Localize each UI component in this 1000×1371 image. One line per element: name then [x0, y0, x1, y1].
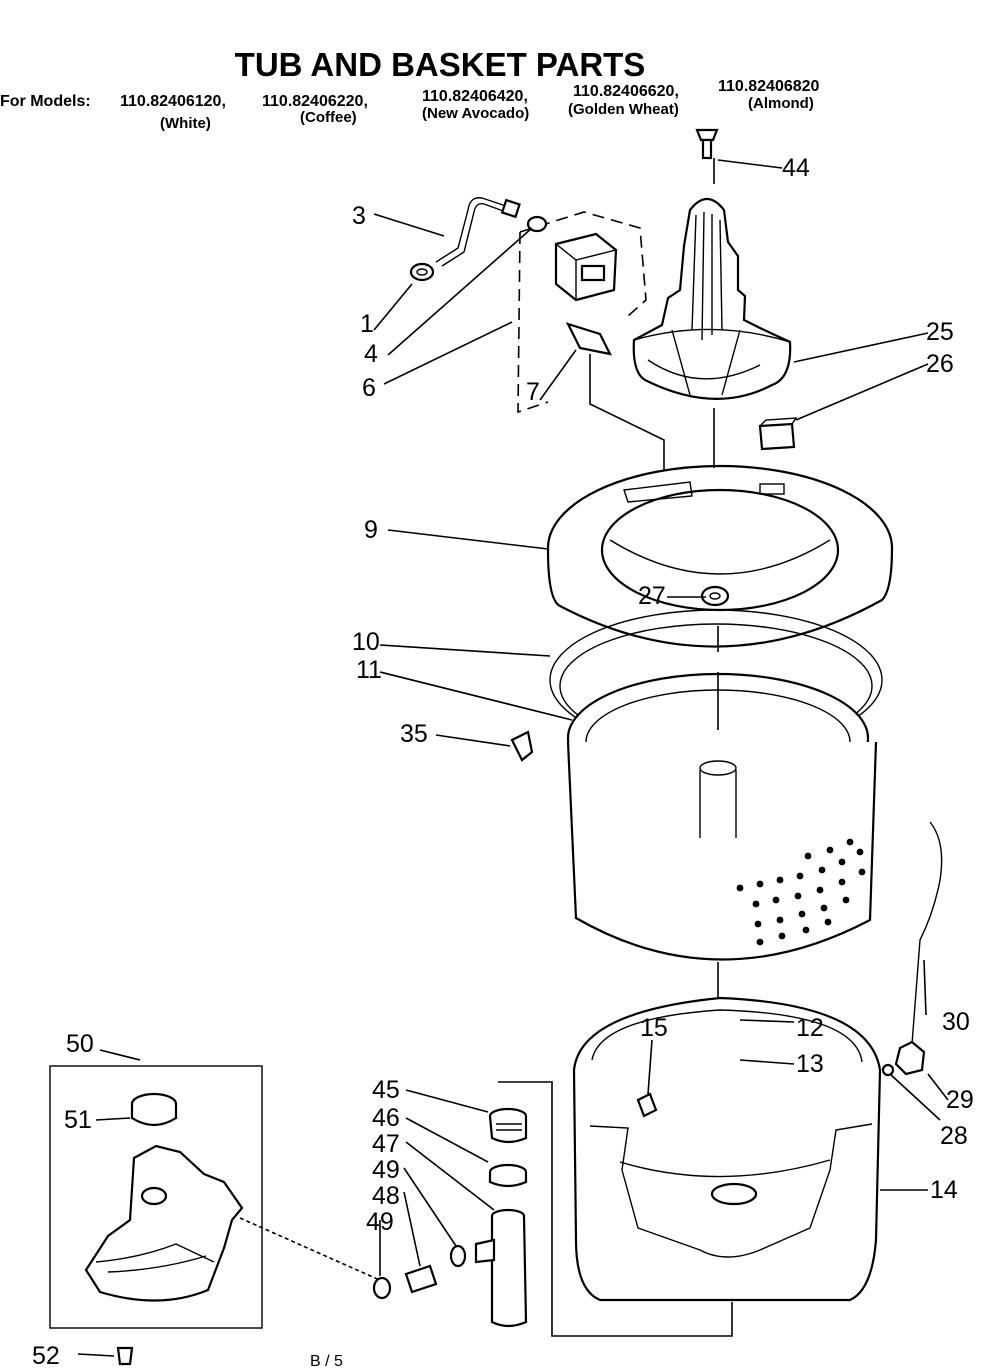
- callout-25: 25: [926, 318, 954, 346]
- callout-4: 4: [364, 340, 378, 368]
- callout-26: 26: [926, 350, 954, 378]
- callout-labels: 3 1 4 6 7 44 25 26 9 27 10 11 35 30 12 1…: [32, 154, 974, 1370]
- part-50-pump: [84, 1144, 244, 1302]
- part-25-agitator: [632, 197, 792, 400]
- models-prefix: For Models:: [0, 93, 91, 110]
- callout-1: 1: [360, 310, 374, 338]
- callout-9: 9: [364, 516, 378, 544]
- callout-50: 50: [66, 1030, 94, 1058]
- callout-47: 47: [372, 1130, 400, 1158]
- model-number-4: 110.82406620,: [573, 83, 679, 100]
- callout-3: 3: [352, 202, 366, 230]
- callout-10: 10: [352, 628, 380, 656]
- basket-holes: [736, 838, 866, 946]
- pump-assembly-box: [49, 1065, 263, 1329]
- callout-28: 28: [940, 1122, 968, 1150]
- part-46-ring: [488, 1163, 528, 1188]
- center-axis-line: [713, 158, 719, 1000]
- page-title: TUB AND BASKET PARTS: [235, 46, 646, 83]
- callout-48: 48: [372, 1182, 400, 1210]
- bracket-dashed-outline: [517, 211, 647, 414]
- part-11-basket: [566, 672, 878, 961]
- part-3-hose: [435, 197, 521, 267]
- part-45-cap: [488, 1107, 528, 1144]
- part-49-ring-lower: [372, 1276, 392, 1300]
- callout-12: 12: [796, 1014, 824, 1042]
- leader-7-to-rim: [589, 354, 665, 478]
- part-26-cap: [758, 417, 798, 451]
- part-9-tub-ring: [546, 464, 894, 648]
- callout-30: 30: [942, 1008, 970, 1036]
- page-footer: B / 5: [310, 1353, 343, 1370]
- callout-45: 45: [372, 1076, 400, 1104]
- part-27-nut: [700, 585, 730, 607]
- callout-13: 13: [796, 1050, 824, 1078]
- model-color-4: (Golden Wheat): [568, 101, 679, 118]
- part-30-hose: [911, 821, 943, 1045]
- model-color-5: (Almond): [748, 95, 814, 112]
- part-6-valve: [554, 232, 618, 302]
- callout-15: 15: [640, 1014, 668, 1042]
- callout-27: 27: [638, 582, 666, 610]
- model-number-5: 110.82406820: [718, 78, 820, 95]
- part-44-screw: [695, 128, 719, 160]
- callout-35: 35: [400, 720, 428, 748]
- part-51-pulley: [130, 1092, 178, 1127]
- callout-49-upper: 49: [372, 1156, 400, 1184]
- model-number-1: 110.82406120,: [120, 93, 226, 110]
- part-35-clip: [510, 730, 534, 762]
- callout-52: 52: [32, 1342, 60, 1370]
- part-49-ring-upper: [449, 1244, 467, 1268]
- part-52-screw: [116, 1346, 134, 1366]
- callout-51: 51: [64, 1106, 92, 1134]
- callout-7: 7: [526, 378, 540, 406]
- pump-hose-dashed: [239, 1217, 385, 1283]
- callout-49-lower: 49: [366, 1208, 394, 1236]
- model-number-3: 110.82406420,: [422, 88, 528, 105]
- callout-29: 29: [946, 1086, 974, 1114]
- part-47-pipe: [474, 1208, 528, 1328]
- callout-6: 6: [362, 374, 376, 402]
- part-1-clip: [409, 262, 435, 282]
- part-48-coupler: [404, 1264, 438, 1294]
- callout-11: 11: [356, 656, 382, 684]
- callout-44: 44: [782, 154, 810, 182]
- part-14-outer-tub: [572, 996, 882, 1302]
- part-7-bracket-plate: [565, 322, 612, 356]
- pipe-bracket-lines: [498, 1081, 733, 1337]
- part-4-ring: [526, 215, 548, 233]
- model-number-2: 110.82406220,: [262, 93, 368, 110]
- part-15-plug: [636, 1092, 658, 1118]
- callout-46: 46: [372, 1104, 400, 1132]
- model-list: For Models: 110.82406120, 110.82406220, …: [0, 78, 820, 132]
- part-28-oring: [881, 1063, 895, 1077]
- model-color-3: (New Avocado): [422, 105, 529, 122]
- leader-lines: [77, 159, 949, 1357]
- part-29-fitting: [894, 1040, 926, 1076]
- model-color-1: (White): [160, 115, 211, 132]
- callout-14: 14: [930, 1176, 958, 1204]
- model-color-2: (Coffee): [300, 109, 357, 126]
